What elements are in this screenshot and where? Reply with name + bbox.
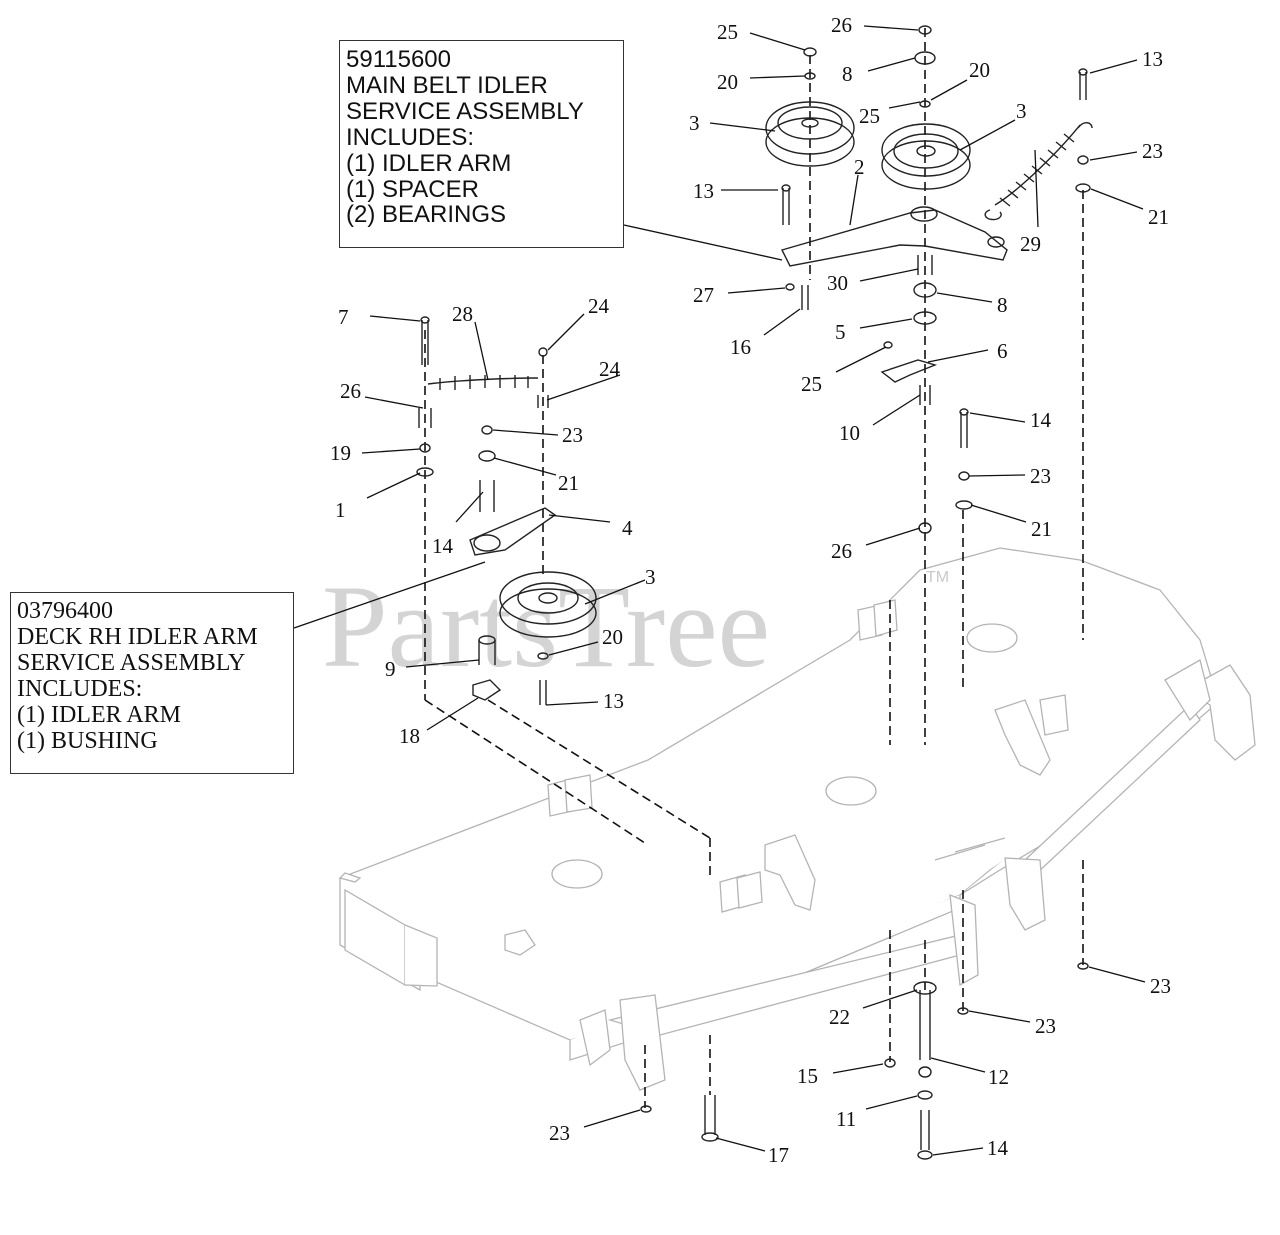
label-21: 21 xyxy=(1148,205,1169,229)
label-30: 30 xyxy=(827,271,848,295)
label-25: 25 xyxy=(859,104,880,128)
idler-arm-main xyxy=(780,209,1008,267)
mower-deck xyxy=(338,547,1256,1091)
label-8: 8 xyxy=(997,293,1008,317)
deck-rh-idler-arm-callout: 03796400 DECK RH IDLER ARM SERVICE ASSEM… xyxy=(10,592,294,774)
label-24: 24 xyxy=(588,294,610,318)
label-3: 3 xyxy=(689,111,700,135)
callout-line: (1) BUSHING xyxy=(17,727,158,754)
label-13: 13 xyxy=(603,689,624,713)
label-23: 23 xyxy=(1035,1014,1056,1038)
label-23: 23 xyxy=(1142,139,1163,163)
label-26: 23 xyxy=(562,423,583,447)
spring-left xyxy=(427,377,539,385)
label-19: 21 xyxy=(558,471,579,495)
label-4: 14 xyxy=(432,534,454,558)
callout-line: INCLUDES: xyxy=(17,675,143,702)
parts xyxy=(416,25,1093,1160)
label-18: 18 xyxy=(399,724,420,748)
label-13: 13 xyxy=(693,179,714,203)
label-15: 15 xyxy=(797,1064,818,1088)
part-labels: 26 25 8 20 20 25 3 3 13 23 21 13 2 29 30… xyxy=(330,13,1171,1167)
label-2: 2 xyxy=(854,155,865,179)
main-belt-idler-callout: 59115600 MAIN BELT IDLER SERVICE ASSEMBL… xyxy=(339,40,624,248)
callout-line: MAIN BELT IDLER xyxy=(346,71,548,99)
callout-part-number: 59115600 xyxy=(346,46,451,73)
label-25: 25 xyxy=(717,20,738,44)
label-3: 3 xyxy=(645,565,656,589)
callout-line: (1) SPACER xyxy=(346,175,479,203)
label-11: 11 xyxy=(836,1107,856,1131)
callout-line: DECK RH IDLER ARM xyxy=(17,623,258,650)
label-9: 9 xyxy=(385,657,396,681)
label-23: 23 xyxy=(1030,464,1051,488)
label-5: 5 xyxy=(835,320,846,344)
label-23: 23 xyxy=(549,1121,570,1145)
label-21: 21 xyxy=(1031,517,1052,541)
label-26: 26 xyxy=(831,539,852,563)
label-26: 26 xyxy=(831,13,852,37)
label-22: 22 xyxy=(829,1005,850,1029)
label-16: 16 xyxy=(730,335,751,359)
label-1: 4 xyxy=(622,516,633,540)
callout-line: SERVICE ASSEMBLY xyxy=(346,97,584,125)
label-3: 3 xyxy=(1016,99,1027,123)
label-20: 20 xyxy=(602,625,623,649)
callout-part-number: 03796400 xyxy=(17,598,113,624)
pulley-left-bottom xyxy=(499,571,597,638)
label-17: 17 xyxy=(768,1143,789,1167)
label-10: 10 xyxy=(839,421,860,445)
callout-line: SERVICE ASSEMBLY xyxy=(17,649,246,676)
label-12: 12 xyxy=(988,1065,1009,1089)
callout-line: (1) IDLER ARM xyxy=(17,701,181,728)
label-23: 19 xyxy=(330,441,351,465)
label-7: 26 xyxy=(340,379,361,403)
label-13: 13 xyxy=(1142,47,1163,71)
label-24: 24 xyxy=(599,357,621,381)
callout-line: INCLUDES: xyxy=(346,123,475,151)
label-14: 7 xyxy=(338,305,349,329)
leader-lines xyxy=(293,25,1146,1156)
label-21: 1 xyxy=(335,498,346,522)
label-27: 27 xyxy=(693,283,714,307)
idler-arm-rh xyxy=(469,507,557,556)
label-25: 25 xyxy=(801,372,822,396)
label-29: 29 xyxy=(1020,232,1041,256)
pulley-left-top xyxy=(765,101,855,167)
callout-line: (2) BEARINGS xyxy=(346,201,507,229)
label-6: 6 xyxy=(997,339,1008,363)
pulley-right-top xyxy=(881,123,971,190)
label-23: 23 xyxy=(1150,974,1171,998)
label-8: 8 xyxy=(842,62,853,86)
label-20: 20 xyxy=(717,70,738,94)
callout-line: (1) IDLER ARM xyxy=(346,149,512,177)
bracket-6 xyxy=(880,359,938,383)
label-14: 14 xyxy=(987,1136,1009,1160)
assembly-lines xyxy=(424,28,1084,1108)
label-20: 20 xyxy=(969,58,990,82)
watermark-tm: TM xyxy=(926,569,949,586)
label-14: 14 xyxy=(1030,408,1052,432)
spring-main xyxy=(984,122,1093,221)
label-28: 28 xyxy=(452,302,473,326)
